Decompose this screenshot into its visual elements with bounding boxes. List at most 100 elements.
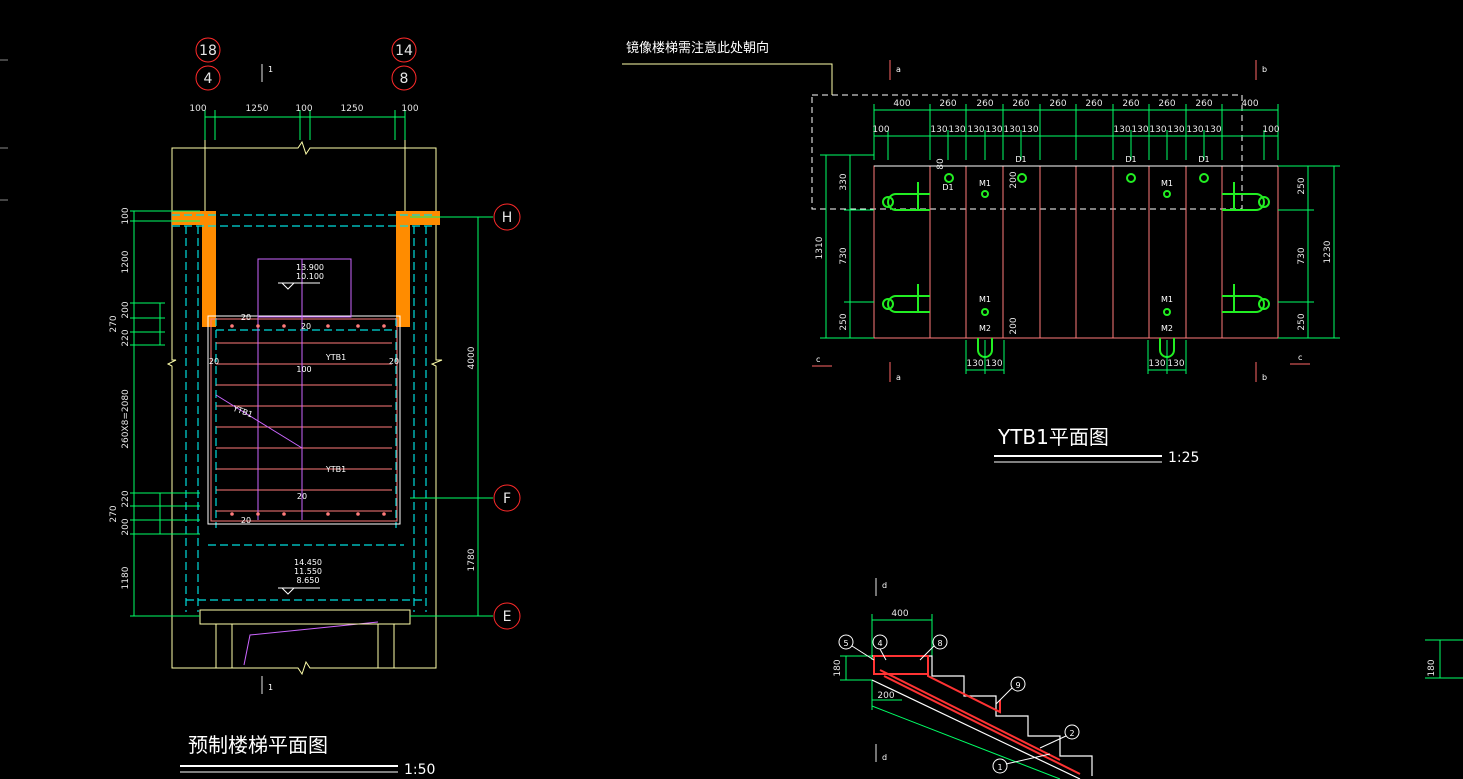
note-boundary [811, 94, 1243, 210]
section-mark: 1 [261, 64, 273, 82]
axis-label: H [502, 210, 513, 226]
orientation-note: 镜像楼梯需注意此处朝向 [626, 40, 769, 56]
embed-label: M1 [979, 295, 991, 304]
dim-row-2: 100 130 130 130 130 130 130 130 130 130 … [872, 125, 1279, 135]
wall-section-right [396, 211, 440, 327]
ytb-label: YTB1 [325, 353, 346, 362]
axis-label: E [503, 609, 512, 625]
mark-label: 20 [241, 516, 251, 525]
dim-text: 260 [1012, 99, 1029, 109]
dim-text: 250 [839, 313, 849, 330]
dim-text: 260 [1122, 99, 1139, 109]
dim-text: 730 [839, 247, 849, 264]
axis-label: 14 [395, 43, 413, 59]
dim-text: 130 [930, 125, 947, 135]
drawing-title: YTB1平面图 [997, 425, 1109, 449]
drawing-scale: 1:50 [404, 762, 435, 778]
dim-text: 260X8=2080 [121, 389, 131, 449]
level-text: 10.100 [296, 272, 324, 281]
dim-text: 100 [121, 207, 131, 224]
level-text: 11.550 [294, 567, 322, 576]
dim-text: 260 [1049, 99, 1066, 109]
axis-bubble: H [493, 203, 521, 231]
mark-label: 20 [389, 357, 399, 366]
hole-label: D1 [1015, 155, 1026, 164]
dim-text: 1180 [121, 566, 131, 589]
callout-number: 9 [1015, 681, 1020, 690]
rebar-profile [873, 655, 1081, 775]
axis-bubble: 14 [391, 37, 417, 63]
section-marks [812, 60, 1310, 382]
stair-outline [166, 140, 443, 676]
axis-label: 18 [199, 43, 217, 59]
section-mark-label: d [882, 753, 887, 762]
dim-text: 130 [985, 359, 1002, 369]
section-mark-label: c [1298, 353, 1302, 362]
dim-text: 130 [985, 125, 1002, 135]
stair-flight [210, 318, 398, 522]
ytb1-panel [873, 165, 1279, 339]
callout-number: 8 [937, 639, 942, 648]
callout-number: 1 [997, 763, 1002, 772]
callout-group [838, 634, 1080, 774]
dim-text: 330 [839, 173, 849, 190]
embed-label: M1 [979, 179, 991, 188]
drawing-scale: 1:25 [1168, 450, 1199, 466]
axis-bubble: F [493, 484, 521, 512]
dim-text: 250 [1297, 313, 1307, 330]
hidden-lines [172, 214, 436, 612]
viewport-edge-ticks [0, 59, 8, 201]
dim-text: 200 [121, 518, 131, 535]
level-text: 14.450 [294, 558, 322, 567]
dim-text: 220 [121, 490, 131, 507]
dim-text: 130 [966, 359, 983, 369]
note-leader [622, 63, 833, 95]
axis-grid-lines [410, 216, 493, 617]
dim-row-1: 400 260 260 260 260 260 260 260 260 400 [893, 99, 1258, 109]
dim-text: 130 [1186, 125, 1203, 135]
dimension-chain-top [873, 104, 1279, 160]
dimension-chain-left [820, 154, 874, 339]
dim-text: 400 [1241, 99, 1258, 109]
dim-text: 400 [893, 99, 910, 109]
dim-text: 270 [109, 315, 119, 332]
axis-label: F [503, 491, 511, 507]
dim-text: 260 [1085, 99, 1102, 109]
callout-number: 2 [1069, 729, 1074, 738]
dim-text: 200 [877, 691, 894, 701]
level-mark-upper: 13.900 10.100 [278, 263, 324, 290]
dim-text: 1250 [246, 104, 269, 114]
section-mark-label: b [1262, 65, 1267, 74]
level-text: 8.650 [297, 576, 320, 585]
embed-label: M2 [1161, 324, 1173, 333]
ytb1-plan-drawing: 镜像楼梯需注意此处朝向 a b c a b c [622, 40, 1340, 466]
hole-label: D1 [942, 183, 953, 192]
dim-text: 130 [1149, 125, 1166, 135]
dim-text: 4000 [467, 346, 477, 369]
axis-bubble: 4 [195, 65, 221, 91]
dim-text: 130 [1167, 125, 1184, 135]
embed-label: M1 [1161, 179, 1173, 188]
ytb-label: YTB1 [325, 465, 346, 474]
dim-text: 180 [1427, 659, 1437, 676]
callout-number: 4 [877, 639, 882, 648]
dim-text: 180 [833, 659, 843, 676]
dim-text: 130 [1204, 125, 1221, 135]
section-mark: 1 [261, 676, 273, 694]
axis-label: 8 [400, 71, 409, 87]
bottom-landing [199, 609, 411, 668]
section-mark-label: 1 [268, 683, 273, 692]
lifting-hooks [882, 173, 1270, 358]
dim-text: 130 [967, 125, 984, 135]
mark-label: 20 [297, 492, 307, 501]
title-underline [180, 765, 398, 773]
dim-text: 220 [121, 329, 131, 346]
stair-section-drawing: d d 400 180 200 180 [833, 578, 1463, 779]
dim-text: 1230 [1323, 240, 1333, 263]
dim-text: 1250 [341, 104, 364, 114]
embed-label: M1 [1161, 295, 1173, 304]
dim-text: 200 [121, 301, 131, 318]
dim-text: 400 [891, 609, 908, 619]
dim-text: 730 [1297, 247, 1307, 264]
